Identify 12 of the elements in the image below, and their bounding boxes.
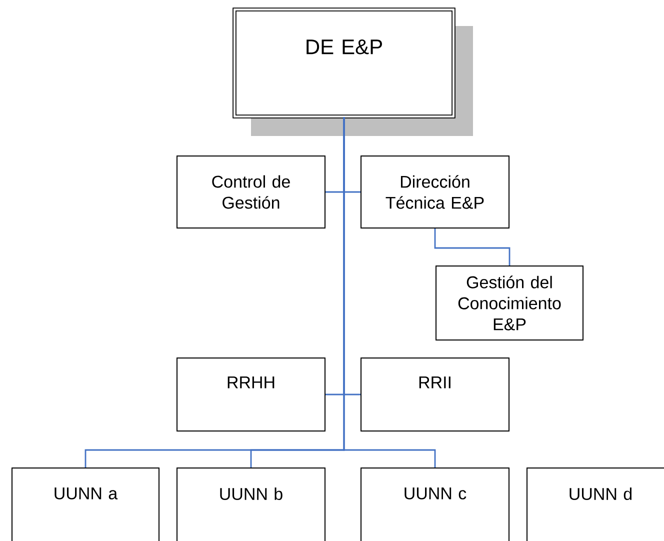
unit-box: RRII xyxy=(360,358,510,432)
unit-box: UUNN b xyxy=(176,468,326,541)
connector-line xyxy=(434,228,510,266)
connector-line xyxy=(343,116,436,468)
director-box: DE E&P xyxy=(232,8,456,118)
unit-box: UUNN a xyxy=(12,468,160,541)
unit-box: UUNN d xyxy=(526,468,664,541)
unit-box: RRHH xyxy=(176,358,326,432)
unit-box: UUNN c xyxy=(360,468,510,541)
unit-box: Control de Gestión xyxy=(176,156,326,228)
unit-box: Gestión del Conocimiento E&P xyxy=(436,266,584,340)
unit-box: Dirección Técnica E&P xyxy=(360,156,510,228)
